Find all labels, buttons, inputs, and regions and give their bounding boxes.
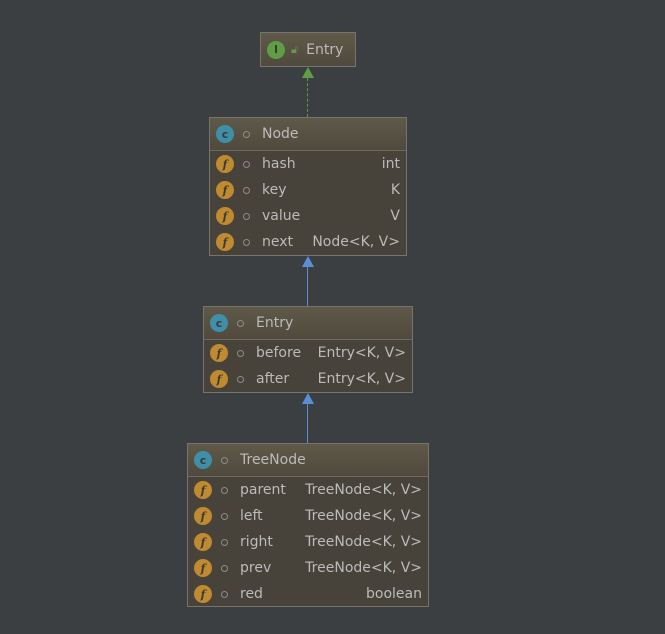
field-type: K	[390, 182, 400, 198]
visibility-icon	[243, 160, 250, 168]
field-type: TreeNode<K, V>	[305, 560, 422, 576]
field-row[interactable]: f prev TreeNode<K, V>	[188, 555, 428, 581]
field-type: Entry<K, V>	[317, 371, 406, 387]
field-name: key	[262, 182, 287, 198]
field-icon: f	[216, 207, 234, 225]
field-row[interactable]: f right TreeNode<K, V>	[188, 529, 428, 555]
field-name: value	[262, 208, 301, 224]
field-row[interactable]: f after Entry<K, V>	[204, 366, 412, 392]
field-icon: f	[194, 585, 212, 603]
implements-arrowhead	[302, 67, 314, 78]
implements-line	[307, 78, 308, 117]
field-name: prev	[240, 560, 272, 576]
field-type: TreeNode<K, V>	[305, 508, 422, 524]
class-icon: c	[210, 314, 228, 332]
visibility-icon	[221, 564, 228, 572]
class-entry-box[interactable]: c Entry f before Entry<K, V> f after Ent…	[203, 306, 413, 393]
field-row[interactable]: f key K	[210, 177, 406, 203]
box-header[interactable]: c Entry	[204, 307, 412, 340]
field-row[interactable]: f red boolean	[188, 581, 428, 607]
visibility-icon	[221, 590, 228, 598]
field-icon: f	[210, 344, 228, 362]
visibility-icon	[243, 130, 250, 138]
field-row[interactable]: f left TreeNode<K, V>	[188, 503, 428, 529]
field-name: red	[240, 586, 263, 602]
field-name: right	[240, 534, 273, 550]
visibility-icon	[221, 512, 228, 520]
field-name: left	[240, 508, 263, 524]
box-header[interactable]: I 🔓︎ Entry	[261, 33, 355, 66]
visibility-icon	[221, 538, 228, 546]
field-type: TreeNode<K, V>	[305, 482, 422, 498]
field-name: after	[256, 371, 290, 387]
class-icon: c	[194, 451, 212, 469]
field-icon: f	[194, 533, 212, 551]
field-icon: f	[216, 181, 234, 199]
extends-line-entry-treenode	[307, 403, 308, 443]
class-name: TreeNode	[240, 452, 306, 468]
public-lock-icon: 🔓︎	[291, 42, 299, 56]
field-type: Node<K, V>	[312, 234, 400, 250]
field-name: before	[256, 345, 302, 361]
extends-arrowhead-entry	[302, 393, 314, 404]
field-icon: f	[216, 233, 234, 251]
field-row[interactable]: f value V	[210, 203, 406, 229]
interface-entry-box[interactable]: I 🔓︎ Entry	[260, 32, 356, 67]
class-icon: c	[216, 125, 234, 143]
extends-line-node-entry	[307, 266, 308, 306]
class-node-box[interactable]: c Node f hash int f key K f value V f ne…	[209, 117, 407, 256]
visibility-icon	[237, 319, 244, 327]
class-name: Entry	[306, 41, 344, 58]
visibility-icon	[243, 238, 250, 246]
visibility-icon	[243, 212, 250, 220]
field-row[interactable]: f before Entry<K, V>	[204, 340, 412, 366]
field-row[interactable]: f next Node<K, V>	[210, 229, 406, 255]
field-type: V	[390, 208, 400, 224]
field-type: TreeNode<K, V>	[305, 534, 422, 550]
visibility-icon	[237, 349, 244, 357]
field-type: int	[381, 156, 400, 172]
interface-icon: I	[267, 40, 285, 59]
field-row[interactable]: f parent TreeNode<K, V>	[188, 477, 428, 503]
box-header[interactable]: c TreeNode	[188, 444, 428, 477]
field-icon: f	[194, 559, 212, 577]
field-icon: f	[194, 481, 212, 499]
field-type: Entry<K, V>	[317, 345, 406, 361]
field-name: next	[262, 234, 294, 250]
class-name: Entry	[256, 315, 294, 331]
visibility-icon	[237, 375, 244, 383]
field-row[interactable]: f hash int	[210, 151, 406, 177]
visibility-icon	[243, 186, 250, 194]
field-icon: f	[216, 155, 234, 173]
field-name: hash	[262, 156, 296, 172]
class-name: Node	[262, 126, 299, 142]
class-treenode-box[interactable]: c TreeNode f parent TreeNode<K, V> f lef…	[187, 443, 429, 607]
field-icon: f	[210, 370, 228, 388]
field-type: boolean	[366, 586, 422, 602]
field-name: parent	[240, 482, 286, 498]
field-icon: f	[194, 507, 212, 525]
visibility-icon	[221, 486, 228, 494]
extends-arrowhead-node	[302, 256, 314, 267]
visibility-icon	[221, 456, 228, 464]
box-header[interactable]: c Node	[210, 118, 406, 151]
